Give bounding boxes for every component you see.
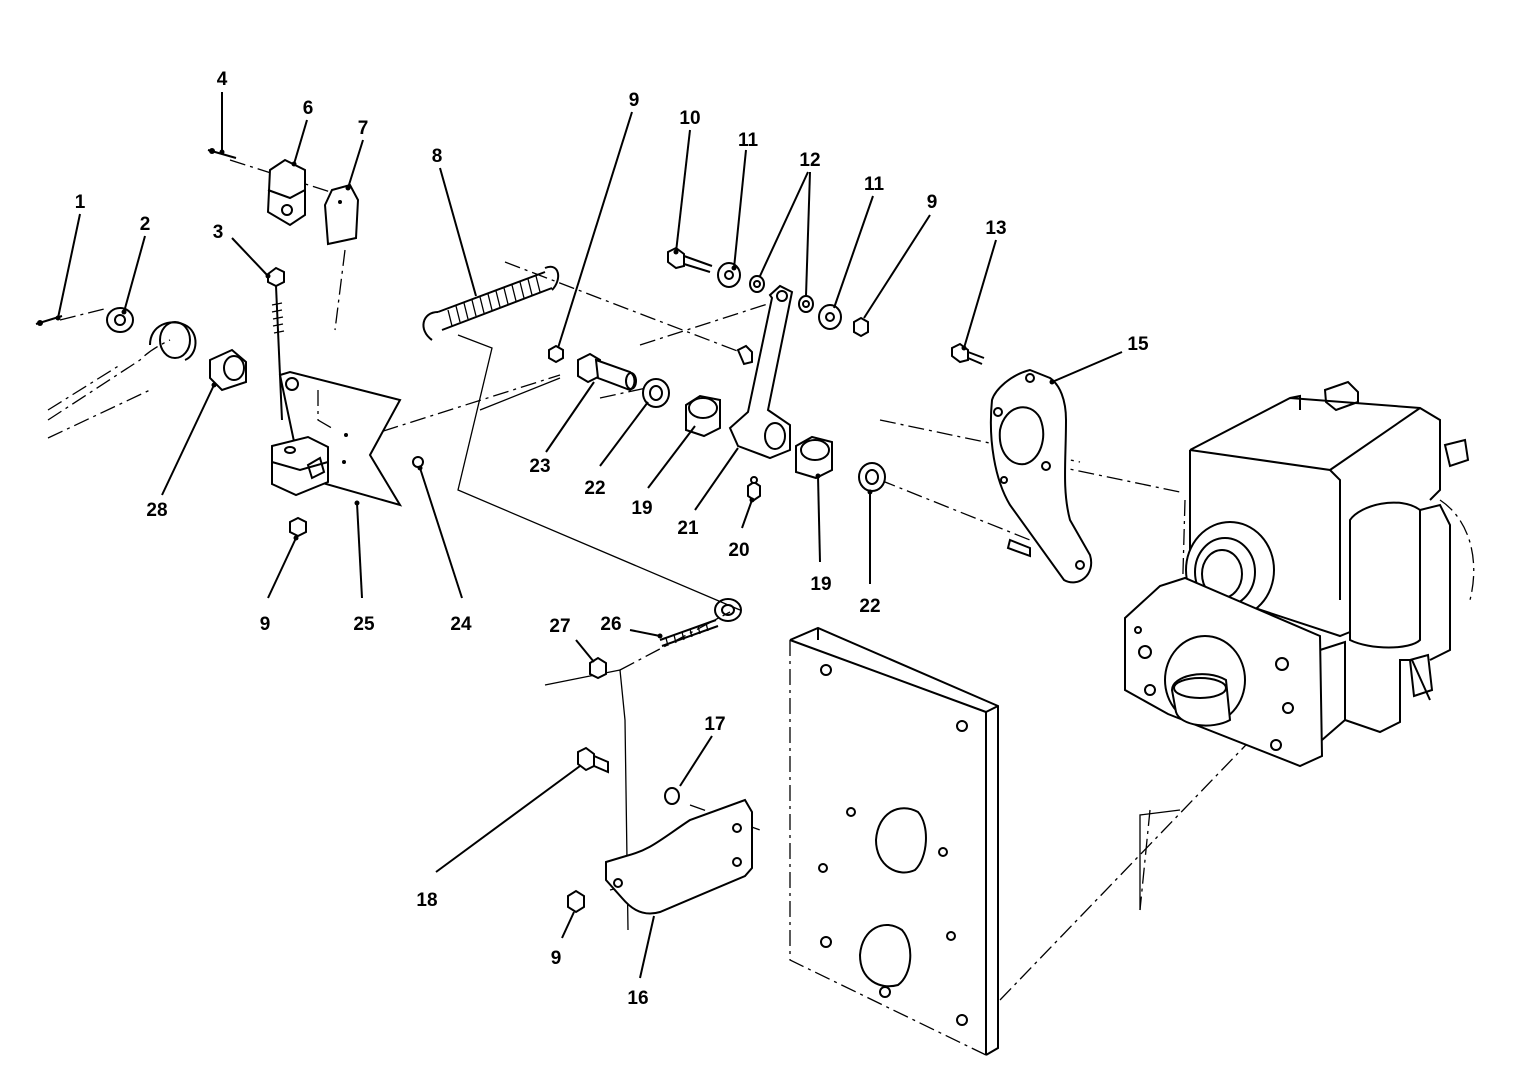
part-20-grease-fitting [747, 476, 761, 502]
part-3-bolt [267, 266, 285, 421]
part-11-washer-b [818, 304, 842, 330]
callout-6: 6 [303, 98, 314, 119]
part-21-lever-arm [728, 284, 794, 460]
callout-9-top: 9 [629, 90, 640, 111]
part-22-washer-a [642, 378, 670, 408]
part-26-bushing [209, 348, 247, 392]
callout-2: 2 [140, 214, 151, 235]
callout-4: 4 [217, 69, 228, 90]
callout-27: 26 [600, 614, 621, 635]
part-6-clevis [266, 158, 306, 227]
part-22-washer-b [858, 462, 886, 492]
callout-16: 16 [627, 988, 648, 1009]
callout-3: 3 [213, 222, 224, 243]
callout-23: 23 [529, 456, 550, 477]
callout-12: 12 [799, 150, 820, 171]
callout-22-left: 22 [584, 478, 605, 499]
leader-lines [55, 92, 1123, 979]
callout-25: 25 [353, 614, 375, 635]
part-9-nut-a [289, 516, 307, 538]
part-18-bolt [577, 746, 609, 774]
callout-26: 28 [146, 500, 167, 521]
callout-labels: 1 2 3 4 6 7 8 9 10 11 12 11 9 13 15 28 9… [75, 69, 1149, 1009]
callout-11-left: 11 [738, 130, 759, 151]
part-25-lever-plate [271, 370, 403, 507]
callout-19-left: 19 [631, 498, 652, 519]
part-7-plate [323, 183, 360, 246]
callout-13: 13 [985, 218, 1006, 239]
callout-11-right: 11 [864, 174, 885, 195]
callout-17: 17 [704, 714, 725, 735]
part-16-bracket [605, 798, 753, 915]
part-28-nut [589, 656, 607, 680]
callout-20: 20 [728, 540, 749, 561]
part-19-bushing-b [795, 435, 833, 480]
callout-24: 24 [450, 614, 472, 635]
part-9-nut-d [567, 889, 585, 914]
part-17-lock-washer [664, 787, 680, 805]
part-12-washer-b [798, 295, 814, 313]
part-2-washer [106, 307, 134, 333]
callout-10: 10 [679, 108, 700, 129]
part-11-washer-a [717, 262, 741, 288]
callout-15: 15 [1127, 334, 1149, 355]
connector-lines [457, 334, 1181, 931]
callout-19-right: 19 [810, 574, 831, 595]
callout-22-right: 22 [859, 596, 880, 617]
part-9-nut-c [853, 316, 869, 338]
adapter-plate [789, 626, 999, 1056]
part-23-shoulder-bolt [577, 352, 637, 392]
linkage-rod [47, 321, 197, 421]
part-15-mounting-bracket [989, 368, 1093, 584]
callout-9-right: 9 [927, 192, 938, 213]
callout-1: 1 [75, 192, 86, 213]
callout-7: 7 [358, 118, 369, 139]
callout-28: 27 [549, 616, 570, 637]
part-9-nut-b [548, 344, 564, 364]
callout-21: 21 [677, 518, 699, 539]
part-8-spring [422, 265, 560, 341]
part-13-bolt [951, 342, 985, 365]
callout-8: 8 [432, 146, 443, 167]
hydraulic-pump [1124, 380, 1475, 768]
callout-9-left: 9 [260, 614, 271, 635]
part-27-eye-bolt [659, 598, 742, 647]
callout-18: 18 [416, 890, 437, 911]
part-12-washer-a [749, 275, 765, 293]
part-24-nut [412, 456, 424, 468]
callout-9-bottom: 9 [551, 948, 562, 969]
